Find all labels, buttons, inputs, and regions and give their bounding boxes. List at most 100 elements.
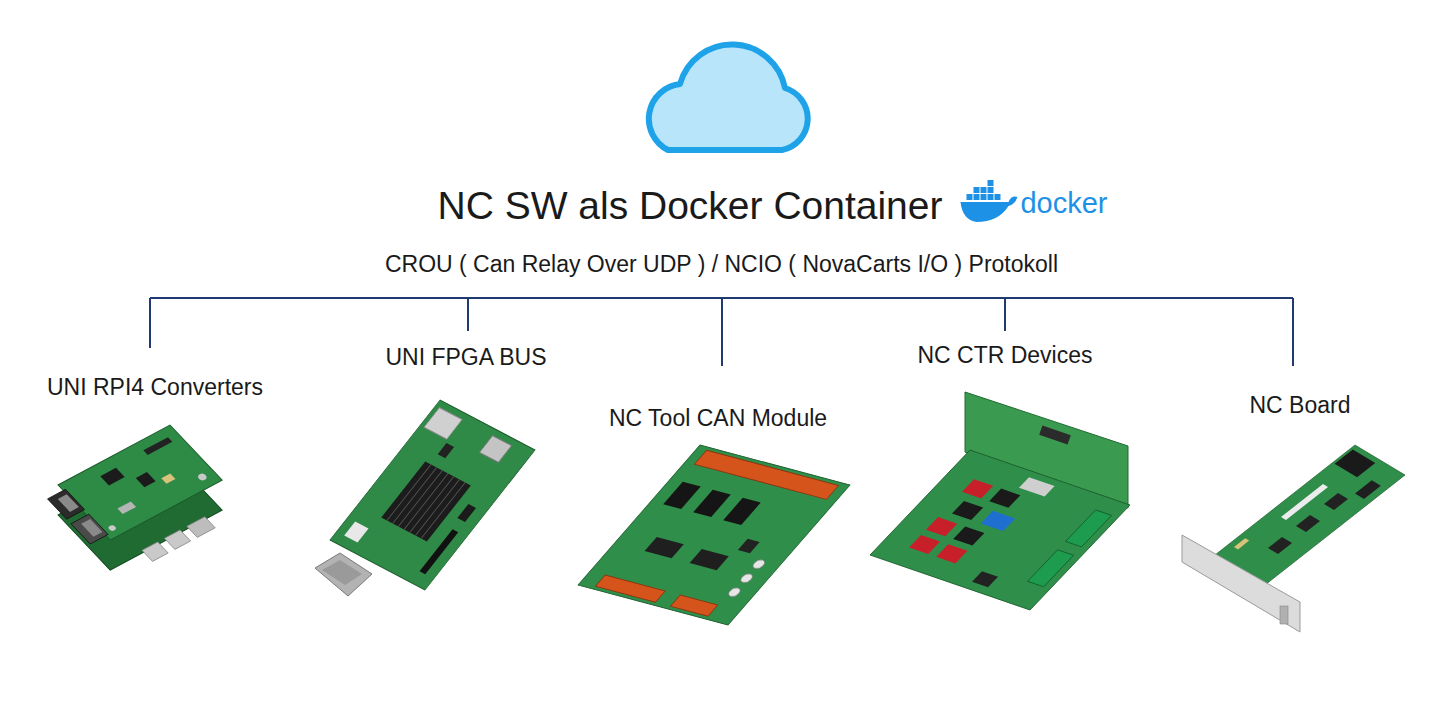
docker-whale-icon bbox=[966, 194, 972, 200]
can-module-photo bbox=[670, 595, 717, 616]
fpga-board-photo bbox=[315, 400, 535, 596]
rpi4-board-photo bbox=[187, 517, 215, 538]
ctr-device-photo bbox=[1066, 510, 1112, 547]
rpi4-board-photo bbox=[143, 437, 172, 455]
fpga-board-photo bbox=[415, 480, 459, 536]
bus-connector bbox=[1292, 298, 1294, 366]
rpi4-board-photo bbox=[117, 501, 136, 514]
nc-board-photo bbox=[1215, 445, 1405, 585]
ctr-device-photo bbox=[936, 544, 967, 563]
rpi4-board-photo bbox=[164, 530, 190, 549]
can-module-photo bbox=[723, 498, 761, 525]
nc-board-photo bbox=[1324, 493, 1348, 510]
can-module-photo bbox=[663, 482, 701, 509]
node-label: NC Tool CAN Module bbox=[609, 405, 827, 432]
docker-whale-icon bbox=[987, 180, 993, 186]
nc-board-photo bbox=[1280, 606, 1288, 624]
can-module-photo bbox=[595, 575, 665, 602]
nc-board-photo bbox=[1355, 480, 1381, 499]
can-module-photo bbox=[726, 587, 742, 598]
can-module-photo bbox=[578, 445, 850, 625]
rpi4-board-photo bbox=[48, 489, 85, 519]
ctr-device-photo bbox=[953, 526, 984, 545]
device-node: NC Board bbox=[1246, 366, 1355, 423]
fpga-board-photo bbox=[330, 400, 535, 590]
node-label: NC Board bbox=[1250, 392, 1351, 419]
fpga-board-photo bbox=[344, 522, 368, 543]
rpi4-board-photo bbox=[58, 494, 79, 512]
nc-board-photo bbox=[1215, 445, 1405, 585]
fpga-board-photo bbox=[424, 408, 462, 440]
fpga-board-photo bbox=[381, 462, 471, 542]
rpi4-board-photo bbox=[42, 425, 231, 579]
device-node: UNI RPI4 Converters bbox=[43, 348, 267, 405]
nc-board-photo bbox=[1296, 515, 1320, 532]
docker-whale-icon bbox=[994, 194, 1000, 200]
docker-whale-icon bbox=[960, 197, 1017, 222]
fpga-board-photo bbox=[404, 474, 448, 530]
ctr-device-photo bbox=[962, 479, 993, 498]
can-module-photo bbox=[578, 445, 850, 625]
fpga-board-photo bbox=[387, 465, 431, 521]
rpi4-board-photo bbox=[136, 472, 156, 487]
node-label: UNI FPGA BUS bbox=[385, 344, 546, 371]
nc-board-photo bbox=[1268, 537, 1292, 554]
bus-connector bbox=[149, 298, 151, 348]
fpga-board-photo bbox=[398, 471, 442, 527]
fpga-board-photo bbox=[479, 436, 511, 463]
rpi4-board-photo bbox=[100, 468, 124, 486]
ctr-device-photo bbox=[972, 571, 998, 587]
rpi4-board-photo bbox=[71, 514, 108, 544]
docker-whale-icon bbox=[987, 187, 993, 193]
can-module-photo bbox=[693, 490, 731, 517]
cloud-icon bbox=[649, 44, 808, 150]
fpga-board-photo bbox=[322, 560, 362, 585]
docker-whale-icon bbox=[980, 187, 986, 193]
can-module-photo bbox=[738, 573, 754, 584]
rpi4-board-photo bbox=[142, 542, 168, 561]
device-node: NC Tool CAN Module bbox=[605, 366, 831, 436]
can-module-photo bbox=[690, 549, 729, 570]
docker-whale-icon bbox=[987, 194, 993, 200]
ctr-device-photo bbox=[870, 450, 1130, 610]
docker-whale-icon bbox=[973, 194, 979, 200]
fpga-board-photo bbox=[315, 553, 372, 596]
can-module-photo bbox=[751, 559, 767, 570]
ctr-device-photo bbox=[870, 450, 1130, 610]
node-label: CROU ( Can Relay Over UDP ) / NCIO ( Nov… bbox=[150, 251, 1293, 278]
can-module-photo bbox=[738, 539, 760, 553]
bus-connector bbox=[721, 298, 723, 366]
nc-board-photo bbox=[1234, 538, 1249, 549]
fpga-board-photo bbox=[421, 483, 465, 539]
fpga-board-photo bbox=[393, 468, 437, 524]
rpi4-board-photo bbox=[107, 524, 117, 532]
ctr-device-photo bbox=[981, 511, 1015, 531]
fpga-board-photo bbox=[330, 400, 535, 590]
docker-whale-icon bbox=[973, 187, 979, 193]
docker-whale-icon bbox=[980, 194, 986, 200]
nc-board-photo bbox=[1335, 450, 1376, 478]
bus-connector bbox=[1004, 298, 1006, 331]
rpi4-board-photo bbox=[81, 519, 102, 537]
ctr-device-photo bbox=[1039, 425, 1071, 444]
ctr-device-photo bbox=[909, 535, 940, 554]
device-node: UNI FPGA BUS bbox=[381, 331, 550, 375]
can-module-photo bbox=[578, 445, 850, 625]
nc-board-photo bbox=[1281, 484, 1328, 520]
rpi4-board-photo bbox=[161, 473, 175, 483]
ctr-device-photo bbox=[989, 489, 1020, 508]
ctr-device-photo bbox=[1019, 477, 1055, 496]
fpga-board-photo bbox=[420, 529, 459, 574]
docker-logo-text: docker bbox=[1020, 187, 1107, 220]
protocol-bus-node: CROU ( Can Relay Over UDP ) / NCIO ( Nov… bbox=[150, 248, 1293, 298]
can-module-photo bbox=[645, 537, 684, 558]
nc-board-photo bbox=[1182, 445, 1405, 632]
ctr-device-photo bbox=[870, 392, 1130, 610]
rpi4-board-photo bbox=[196, 472, 208, 481]
fpga-board-photo bbox=[438, 443, 454, 458]
diagram-title: NC SW als Docker Container bbox=[438, 184, 943, 228]
bus-connector bbox=[467, 298, 469, 331]
rpi4-board-photo bbox=[42, 425, 222, 549]
node-label: NC CTR Devices bbox=[917, 342, 1092, 369]
